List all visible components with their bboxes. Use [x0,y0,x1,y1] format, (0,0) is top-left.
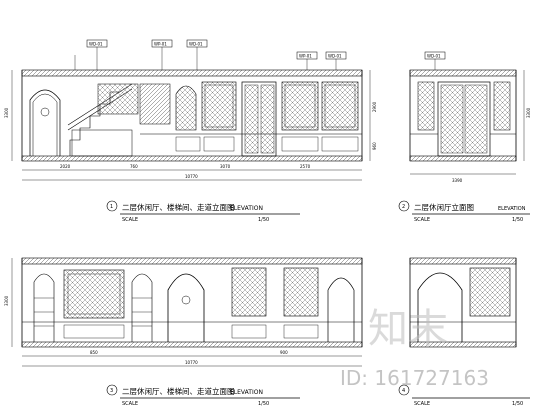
drawing-title-2: 二层休闲厅立面图 [414,202,474,212]
height-dim-1: 3300 [4,107,9,118]
right-dim-2: 3300 [526,107,531,118]
right-dim-1a: 2900 [372,101,377,112]
elevation-1: 3300 2900 960 2020 760 3070 2570 10770 W… [4,39,377,223]
tag-4: WP-01 [299,54,312,59]
total-dim-2: 3390 [452,178,463,183]
elevation-label-3: ELEVATION [230,389,263,396]
dim-1c: 3070 [220,164,231,169]
total-dim-3: 10770 [185,360,198,365]
drawing-number-2: 2 [402,204,405,210]
drawing-title-3: 二层休闲厅、楼梯间、走道立面图 [122,386,235,396]
watermark: 知末 ID: 161727163 [340,306,489,390]
watermark-logo: 知末 [368,306,448,352]
dim-3b: 900 [280,350,288,355]
scale-label-3: SCALE [122,401,138,407]
watermark-id: ID: 161727163 [340,366,489,390]
elevation-3: 3300 850 900 10770 3 二层休闲厅、楼梯间、走道立面图 ELE… [4,257,363,407]
drawing-number-1: 1 [110,204,113,210]
dim-3a: 850 [90,350,98,355]
tag-3: WD-01 [189,42,203,47]
right-dim-1b: 960 [372,142,377,150]
tag-6: WD-01 [427,54,441,59]
drawing-number-3: 3 [110,388,113,394]
tag-5: WD-01 [328,54,342,59]
drawing-title-1: 二层休闲厅、楼梯间、走道立面图 [122,202,235,212]
material-tags-1: WD-01 WP-01 WD-01 WP-01 WD-01 [74,39,347,70]
elevation-label-2: ELEVATION [498,206,526,212]
scale-label-4: SCALE [414,401,430,407]
scale-ratio-2: 1/50 [512,217,523,223]
dim-1a: 2020 [60,164,71,169]
scale-ratio-1: 1/50 [258,217,269,223]
scale-label-2: SCALE [414,217,430,223]
elevation-4: 4 SCALE 1/50 [398,257,530,407]
elevation-label-1: ELEVATION [230,205,263,212]
total-dim-1: 10770 [185,174,198,179]
tag-2: WP-01 [154,42,167,47]
dim-1b: 760 [130,164,138,169]
height-dim-3: 3300 [4,295,9,306]
scale-ratio-3: 1/50 [258,401,269,407]
drawing-number-4: 4 [402,388,405,394]
scale-label-1: SCALE [122,217,138,223]
elevation-2: 3390 3300 WD-01 2 二层休闲厅立面图 ELEVATION SCA… [398,51,531,223]
scale-ratio-4: 1/50 [512,401,523,407]
dim-1d: 2570 [300,164,311,169]
tag-1: WD-01 [89,42,103,47]
